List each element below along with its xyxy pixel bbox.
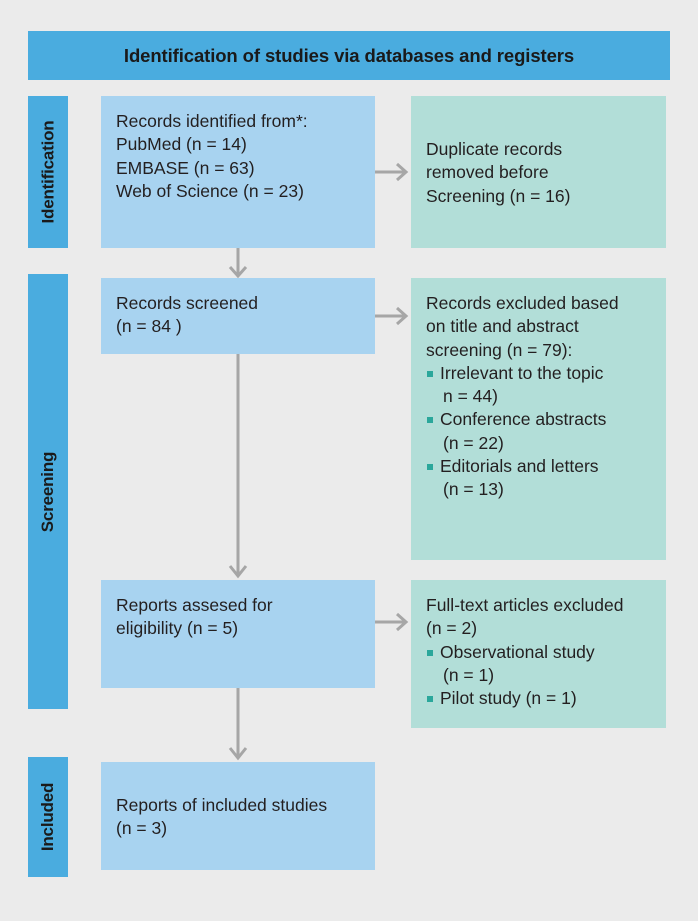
list-item: Observational study (n = 1) — [426, 641, 651, 688]
list-item: Pilot study (n = 1) — [426, 687, 651, 710]
stage-label-included: Included — [28, 757, 68, 877]
list-item-main: Irrelevant to the topic — [440, 362, 604, 383]
stage-label-included-text: Included — [38, 782, 58, 852]
box-line: PubMed (n = 14) — [116, 134, 247, 155]
diagram-header-banner: Identification of studies via databases … — [28, 31, 670, 80]
box-records-excluded: Records excluded based on title and abst… — [411, 278, 666, 560]
box-line: Reports of included studies — [116, 794, 328, 815]
excluded-reasons-list: Irrelevant to the topic n = 44) Conferen… — [426, 362, 651, 502]
list-item: Editorials and letters (n = 13) — [426, 455, 651, 502]
box-records-screened: Records screened (n = 84 ) — [101, 278, 375, 354]
bullet-square-icon — [427, 649, 433, 656]
stage-label-screening-text: Screening — [38, 451, 57, 532]
list-item-main: Observational study — [440, 641, 595, 662]
arrow-screened-to-assessed — [226, 354, 250, 580]
list-item-sub: (n = 1) — [443, 664, 495, 685]
box-line: Full-text articles excluded — [426, 595, 624, 615]
box-records-identified: Records identified from*: PubMed (n = 14… — [101, 96, 375, 248]
arrow-screened-to-excluded — [375, 304, 411, 328]
list-item-main: Editorials and letters — [440, 455, 599, 476]
arrow-assessed-to-fulltext-excluded — [375, 610, 411, 634]
bullet-square-icon — [427, 463, 433, 470]
box-line: Records excluded based — [426, 293, 619, 313]
box-reports-assessed-for-eligibility: Reports assesed for eligibility (n = 5) — [101, 580, 375, 688]
stage-label-identification: Identification — [28, 96, 68, 248]
box-reports-of-included-studies: Reports of included studies (n = 3) — [101, 762, 375, 870]
list-item-main: Conference abstracts — [440, 409, 607, 430]
box-line: Web of Science (n = 23) — [116, 180, 304, 201]
box-line: Records screened — [116, 293, 259, 313]
box-line: screening (n = 79): — [426, 339, 573, 360]
bullet-square-icon — [427, 370, 433, 377]
list-item-main: Pilot study (n = 1) — [440, 688, 577, 709]
box-line: Records identified from*: — [116, 111, 308, 131]
box-line: on title and abstract — [426, 316, 579, 337]
box-line: removed before — [426, 162, 549, 183]
fulltext-excluded-reasons-list: Observational study (n = 1) Pilot study … — [426, 641, 651, 711]
box-line: Duplicate records — [426, 139, 563, 160]
arrow-assessed-to-included — [226, 688, 250, 762]
box-line: Reports assesed for — [116, 595, 273, 615]
box-line: (n = 3) — [116, 818, 168, 838]
list-item: Irrelevant to the topic n = 44) — [426, 362, 651, 409]
box-duplicate-records-removed: Duplicate records removed before Screeni… — [411, 96, 666, 248]
list-item: Conference abstracts (n = 22) — [426, 408, 651, 455]
box-fulltext-articles-excluded: Full-text articles excluded (n = 2) Obse… — [411, 580, 666, 728]
box-line: (n = 2) — [426, 618, 478, 639]
list-item-sub: n = 44) — [443, 386, 498, 407]
box-line: eligibility (n = 5) — [116, 618, 239, 639]
stage-label-identification-text: Identification — [38, 120, 58, 224]
box-line: (n = 84 ) — [116, 316, 182, 337]
arrow-identified-to-duplicates — [375, 160, 411, 184]
list-item-sub: (n = 22) — [443, 432, 504, 453]
arrow-identified-to-screened — [226, 248, 250, 280]
box-line: Screening (n = 16) — [426, 185, 571, 206]
stage-label-screening: Screening — [28, 274, 68, 709]
bullet-square-icon — [427, 417, 433, 424]
bullet-square-icon — [427, 696, 433, 703]
box-line: EMBASE (n = 63) — [116, 157, 255, 178]
page-title: Identification of studies via databases … — [123, 44, 575, 66]
list-item-sub: (n = 13) — [443, 479, 504, 500]
